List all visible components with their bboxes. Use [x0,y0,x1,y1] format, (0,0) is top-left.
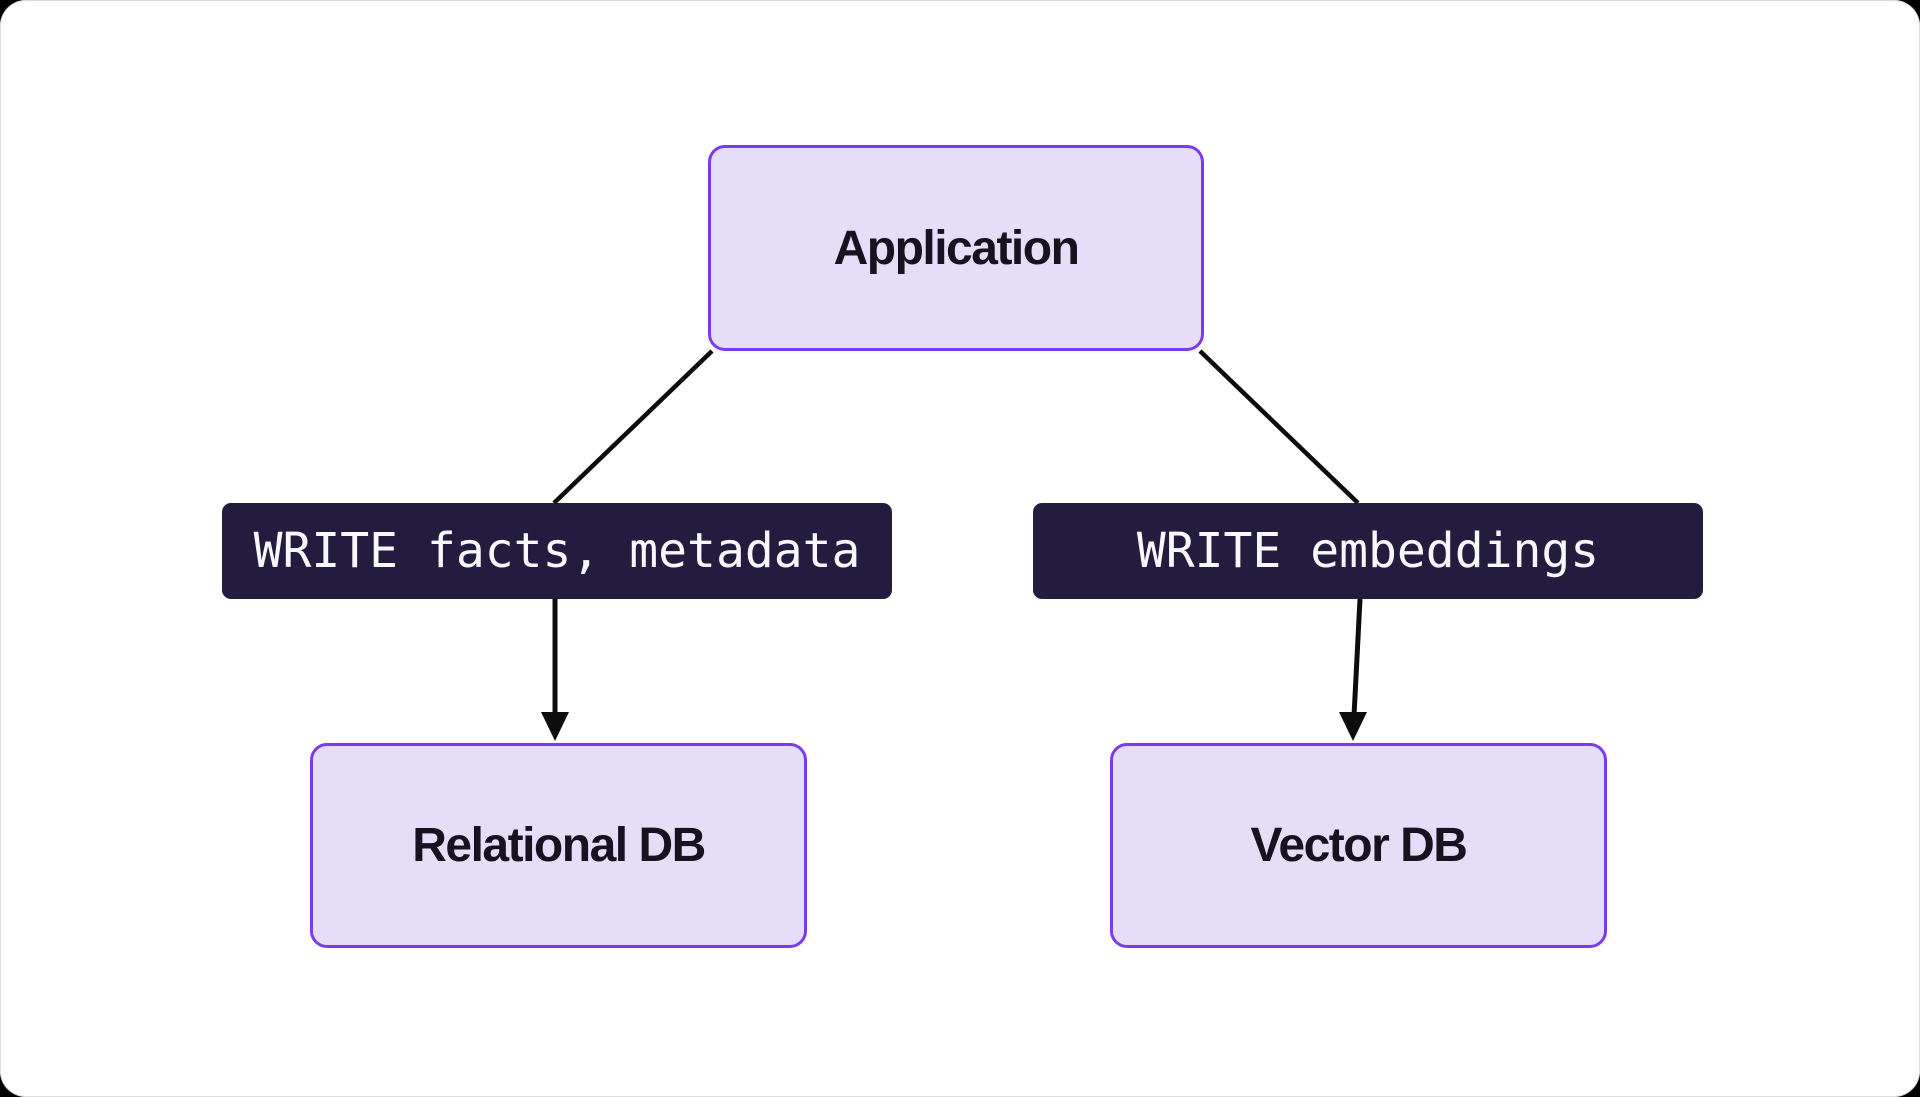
edge-label-write-embeddings-text: WRITE embeddings [1136,523,1600,579]
edge-label-write-facts-text: WRITE facts, metadata [253,523,861,579]
arrowhead-down-icon [541,712,569,741]
node-vector-db-label: Vector DB [1250,819,1468,872]
arrowhead-down-icon [1339,712,1367,741]
edge-application-to-write-embeddings [1198,349,1360,505]
edge-label-write-facts: WRITE facts, metadata [222,503,892,599]
edge-write-embeddings-to-vector-db [1351,598,1363,717]
node-application-label: Application [833,221,1080,275]
node-relational-db-label: Relational DB [412,819,706,872]
node-vector-db: Vector DB [1110,743,1607,948]
node-relational-db: Relational DB [310,743,807,948]
edge-label-write-embeddings: WRITE embeddings [1033,503,1703,599]
node-application: Application [708,145,1204,351]
edge-application-to-write-facts [552,349,714,505]
